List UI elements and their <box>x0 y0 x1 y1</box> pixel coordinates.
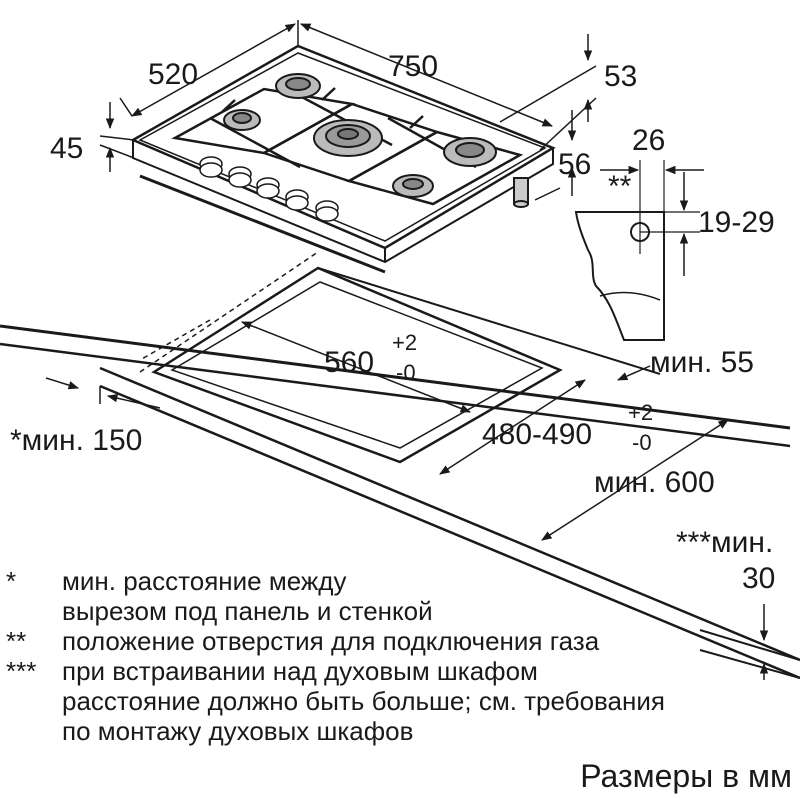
hob-height-label: 45 <box>50 132 83 165</box>
footnote-2: ** положение отверстия для подключения г… <box>6 626 796 656</box>
cutout-depth-tol-minus: -0 <box>632 430 652 455</box>
units-caption: Размеры в мм <box>580 758 792 794</box>
footnote-line: расстояние должно быть больше; см. требо… <box>62 686 665 716</box>
footnote-3: *** при встраивании над духовым шкафом <box>6 656 796 686</box>
min-front-label: мин. 55 <box>650 346 754 379</box>
footnote-mark: *** <box>6 656 37 686</box>
footnote-1: * мин. расстояние между <box>6 566 796 596</box>
min-worktop-label: мин. 600 <box>594 466 715 499</box>
connection-width-label: 26 <box>632 124 665 157</box>
control-knobs <box>199 156 339 222</box>
worktop-dimension-lines <box>45 321 800 680</box>
footnote-line: по монтажу духовых шкафов <box>62 716 414 746</box>
connection-detail <box>574 160 704 341</box>
footnote-line: положение отверстия для подключения газа <box>62 626 600 656</box>
footnote-line: вырезом под панель и стенкой <box>62 596 433 626</box>
back-offset-label: 53 <box>604 60 637 93</box>
footnote-mark: * <box>6 566 17 596</box>
cutout-width-tol-minus: -0 <box>396 360 416 385</box>
cutout-width-label: 560 <box>324 346 374 379</box>
hob-width-label: 750 <box>388 50 438 83</box>
connection-marker-label: ** <box>608 170 632 203</box>
connection-range-label: 19-29 <box>698 206 775 239</box>
cutout-width-tol-plus: +2 <box>392 330 417 355</box>
footnotes: * мин. расстояние между вырезом под пане… <box>6 566 796 746</box>
min-below-label: ***мин. <box>676 526 773 559</box>
footnote-line: мин. расстояние между <box>62 566 347 596</box>
min-below-value: 30 <box>742 562 775 595</box>
footnote-mark: ** <box>6 626 27 656</box>
gas-connector-icon <box>513 177 529 208</box>
hob-depth-label: 520 <box>148 58 198 91</box>
min-wall-label: *мин. 150 <box>10 424 142 457</box>
side-offset-label: 56 <box>558 148 591 181</box>
dimension-lines <box>99 23 597 201</box>
footnote-line: при встраивании над духовым шкафом <box>62 656 538 686</box>
cutout-depth-tol-plus: +2 <box>628 400 653 425</box>
cutout-depth-label: 480-490 <box>482 418 592 451</box>
